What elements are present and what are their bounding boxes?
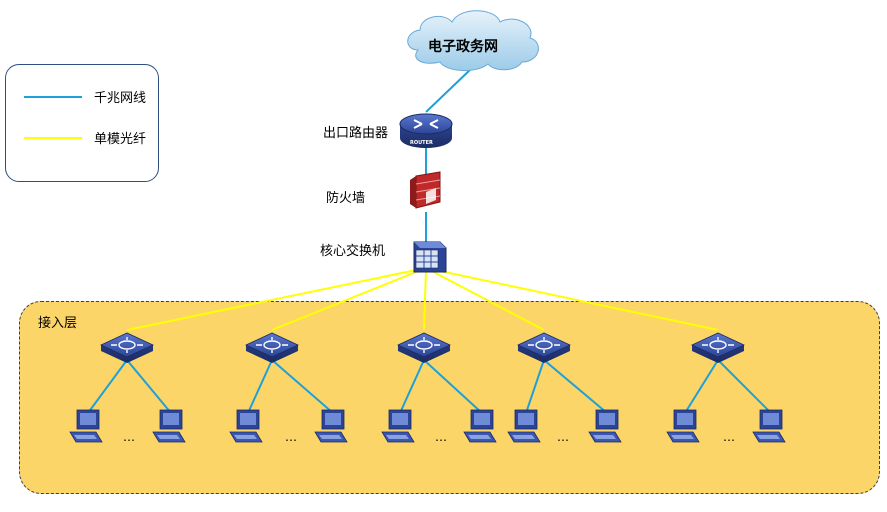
fiber-link bbox=[271, 267, 427, 331]
router-label: 出口路由器 bbox=[323, 126, 389, 141]
core-switch-icon bbox=[413, 241, 447, 273]
more-hosts-ellipsis: … bbox=[435, 430, 448, 444]
pc-icon bbox=[152, 409, 186, 443]
more-hosts-ellipsis: … bbox=[123, 430, 136, 444]
gigabit-link bbox=[543, 359, 608, 414]
fiber-links bbox=[126, 267, 719, 331]
gigabit-link bbox=[399, 359, 425, 414]
fiber-link bbox=[425, 267, 719, 331]
gigabit-link bbox=[684, 359, 719, 414]
gigabit-links bbox=[87, 359, 772, 414]
more-hosts-ellipsis: … bbox=[723, 430, 736, 444]
fiber-link bbox=[423, 267, 427, 331]
pc-icon bbox=[588, 409, 622, 443]
legend: 千兆网线 单模光纤 bbox=[5, 64, 159, 182]
pc-icon bbox=[381, 409, 415, 443]
link-cloud-router bbox=[425, 67, 473, 113]
router-icon bbox=[399, 113, 453, 148]
gigabit-link bbox=[423, 359, 483, 414]
gigabit-link bbox=[247, 359, 273, 414]
access-layer-area bbox=[19, 301, 880, 494]
gigabit-link bbox=[271, 359, 334, 414]
access-switch-icon bbox=[245, 332, 299, 363]
legend-fiber-swatch bbox=[24, 137, 82, 139]
firewall-label: 防火墙 bbox=[326, 191, 366, 206]
pc-icon bbox=[507, 409, 541, 443]
access-layer-label: 接入层 bbox=[38, 316, 78, 331]
pc-icon bbox=[229, 409, 263, 443]
pc-icon bbox=[314, 409, 348, 443]
pc-icon bbox=[666, 409, 700, 443]
pc-icon bbox=[463, 409, 497, 443]
more-hosts-ellipsis: … bbox=[285, 430, 298, 444]
firewall-icon bbox=[410, 171, 441, 209]
access-switch-icon bbox=[517, 332, 571, 363]
legend-fiber-label: 单模光纤 bbox=[94, 132, 147, 147]
fiber-link bbox=[425, 267, 545, 331]
access-switch-icon bbox=[397, 332, 451, 363]
gigabit-link bbox=[525, 359, 545, 414]
legend-gigabit-swatch bbox=[24, 96, 82, 98]
access-switch-icon bbox=[100, 332, 154, 363]
router-badge: ROUTER bbox=[410, 140, 433, 146]
gigabit-link bbox=[126, 359, 172, 414]
gigabit-link bbox=[87, 359, 128, 414]
pc-icon bbox=[69, 409, 103, 443]
access-switch-icon bbox=[691, 332, 745, 363]
pc-icon bbox=[752, 409, 786, 443]
legend-gigabit-label: 千兆网线 bbox=[94, 91, 147, 106]
cloud-icon bbox=[407, 10, 539, 71]
core-switch-label: 核心交换机 bbox=[320, 244, 386, 259]
cloud-label: 电子政务网 bbox=[428, 39, 498, 55]
more-hosts-ellipsis: … bbox=[557, 430, 570, 444]
fiber-link bbox=[126, 267, 427, 331]
gigabit-link bbox=[717, 359, 772, 414]
